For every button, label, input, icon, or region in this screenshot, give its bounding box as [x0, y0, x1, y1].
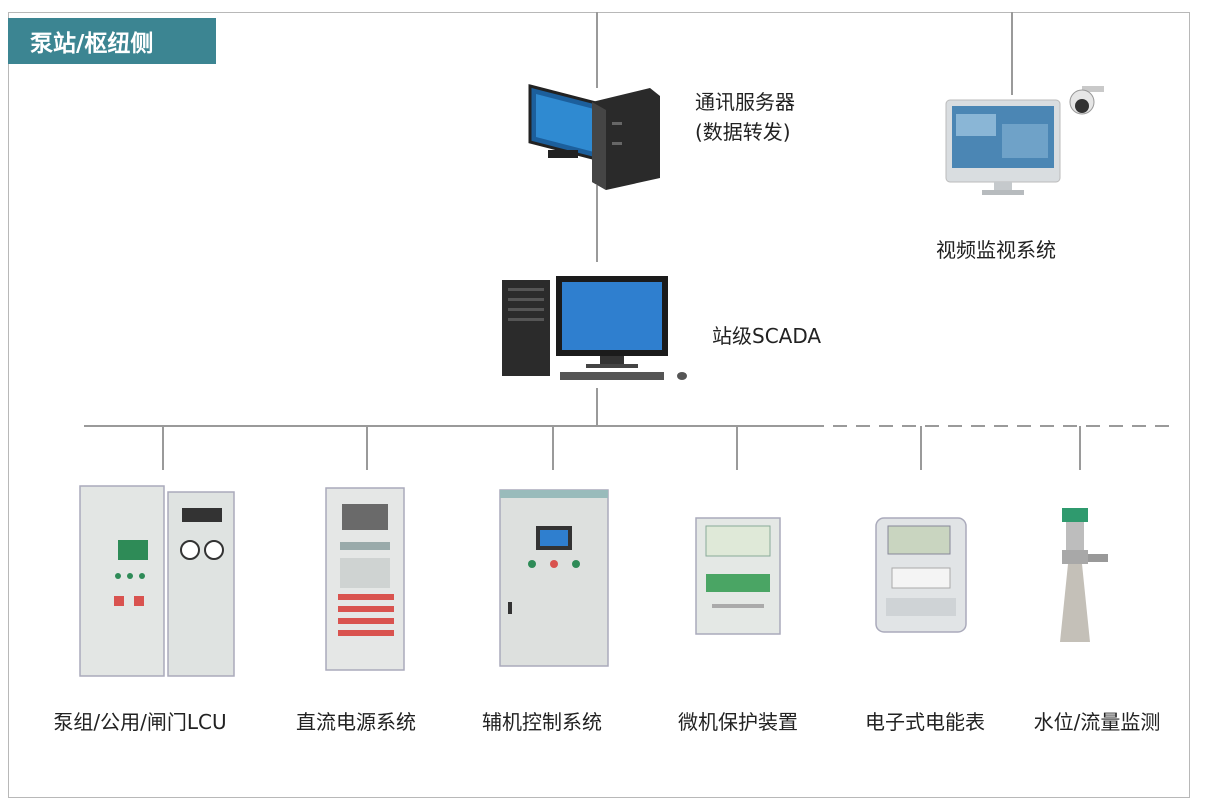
comm-server-label: 通讯服务器 — [695, 90, 795, 114]
diagram-frame — [8, 12, 1190, 798]
device-label-energy-meter: 电子式电能表 — [865, 710, 985, 734]
level-flow-sensor-icon — [1060, 508, 1108, 642]
energy-meter-icon — [875, 517, 967, 633]
device-label-lcu: 泵组/公用/闸门LCU — [53, 710, 227, 734]
comm-server-sublabel: (数据转发) — [695, 120, 791, 144]
aux-control-cabinet-icon — [499, 489, 609, 667]
device-label-protection: 微机保护装置 — [678, 710, 798, 734]
scada-workstation-icon — [502, 276, 687, 380]
protection-device-icon — [695, 517, 781, 635]
device-label-level-flow: 水位/流量监测 — [1033, 710, 1161, 734]
lcu-cabinet-icon — [79, 485, 235, 677]
video-label: 视频监视系统 — [936, 238, 1056, 262]
video-monitor-icon — [945, 86, 1104, 195]
section-tag: 泵站/枢纽侧 — [8, 18, 216, 64]
device-label-dc-power: 直流电源系统 — [296, 710, 416, 734]
device-label-aux-control: 辅机控制系统 — [482, 710, 602, 734]
comm-server-icon — [528, 84, 660, 190]
scada-label: 站级SCADA — [712, 324, 822, 348]
dc-power-cabinet-icon — [325, 487, 405, 671]
